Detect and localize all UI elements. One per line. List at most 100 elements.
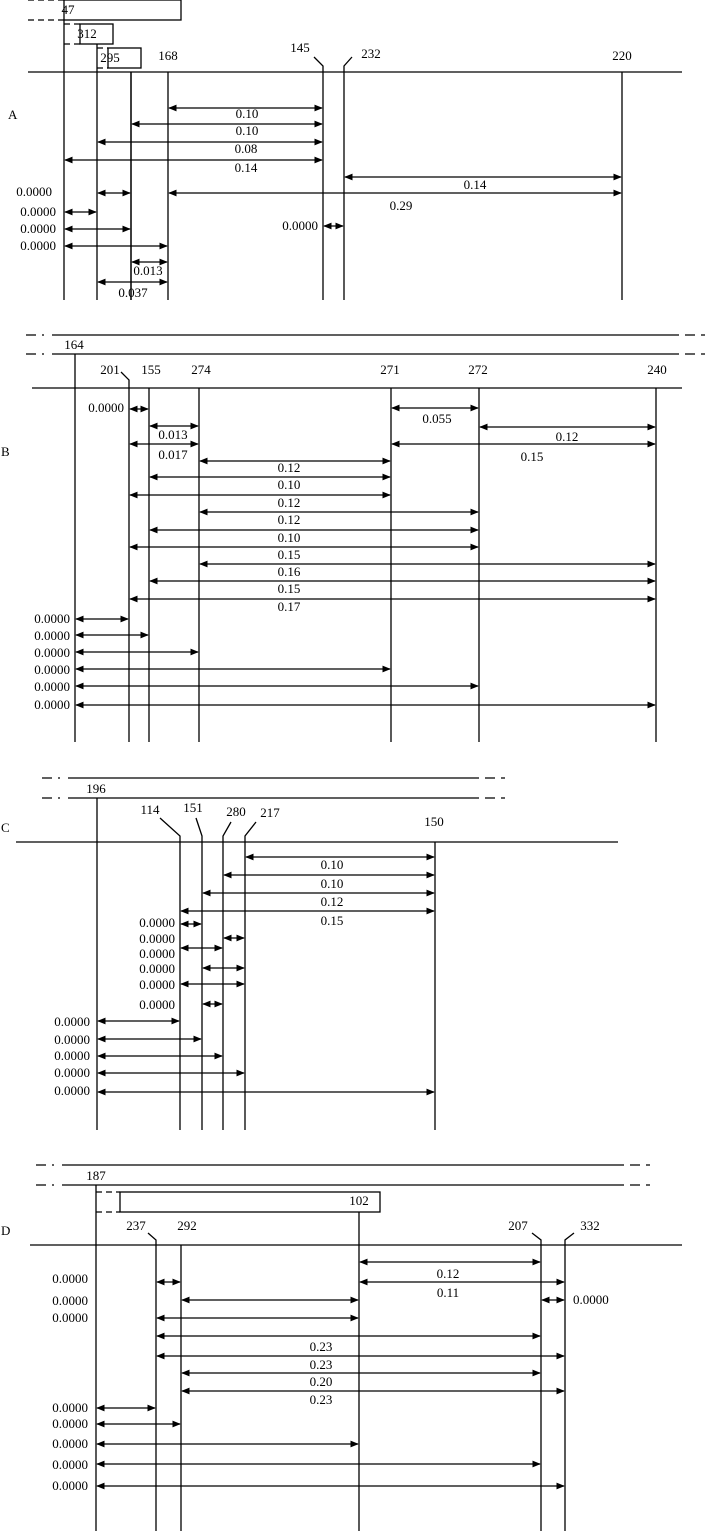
panel-D-taxon-102-label: 102 <box>349 1193 369 1208</box>
panel-C-distance-label-12: 0.0000 <box>54 1048 90 1063</box>
panel-A-distance-label-8: 0.0000 <box>20 221 56 236</box>
panel-A-distance-label-0: 0.10 <box>236 106 259 121</box>
panel-D-distance-label-11: 0.0000 <box>52 1416 88 1431</box>
panel-D-taxon-237-line <box>147 1232 157 1531</box>
panel-B-distance-label-14: 0.17 <box>278 599 301 614</box>
panel-A-taxon-168-label: 168 <box>158 48 178 63</box>
panel-A-distance-label-4: 0.14 <box>464 177 487 192</box>
panel-C-distance-label-7: 0.0000 <box>139 961 175 976</box>
panel-C-taxon-114-label: 114 <box>140 802 160 817</box>
panel-B-taxon-201-label: 201 <box>100 362 120 377</box>
panel-C-taxon-280-label: 280 <box>226 804 246 819</box>
panel-D-taxon-237-label: 237 <box>126 1218 146 1233</box>
panel-B-distance-label-5: 0.15 <box>521 449 544 464</box>
panel-B-distance-label-4: 0.12 <box>556 429 579 444</box>
panel-C-distance-label-9: 0.0000 <box>139 997 175 1012</box>
panel-D-taxon-332-label: 332 <box>580 1218 600 1233</box>
panel-C-distance-label-8: 0.0000 <box>139 977 175 992</box>
panel-D-taxon-292-label: 292 <box>177 1218 197 1233</box>
panel-B-distance-label-9: 0.12 <box>278 512 301 527</box>
panel-A-distance-label-1: 0.10 <box>236 123 259 138</box>
panel-C-taxon-217-line <box>244 821 257 1130</box>
panel-D-distance-label-10: 0.0000 <box>52 1400 88 1415</box>
panel-A-taxon-295-box <box>107 47 142 69</box>
panel-B-taxon-271-label: 271 <box>380 362 400 377</box>
panel-D-distance-label-0: 0.12 <box>437 1266 460 1281</box>
panel-C-distance-label-13: 0.0000 <box>54 1065 90 1080</box>
panel-D-distance-label-1: 0.11 <box>437 1285 459 1300</box>
panel-A-distance-label-6: 0.0000 <box>16 184 52 199</box>
panel-B-distance-label-13: 0.15 <box>278 581 301 596</box>
panel-B-distance-label-11: 0.15 <box>278 547 301 562</box>
panel-B-distance-label-18: 0.0000 <box>34 662 70 677</box>
panel-A-distance-label-2: 0.08 <box>235 141 258 156</box>
panel-D-distance-label-2: 0.0000 <box>52 1271 88 1286</box>
panel-C-taxon-280-line <box>222 821 232 1130</box>
panel-B-distance-label-0: 0.0000 <box>88 400 124 415</box>
panel-B-letter: B <box>1 444 10 459</box>
panel-A-taxon-47-label: 47 <box>62 2 76 17</box>
panel-D-taxon-207-label: 207 <box>508 1218 528 1233</box>
panel-A-taxon-312-label: 312 <box>77 26 97 41</box>
panel-B-distance-label-15: 0.0000 <box>34 611 70 626</box>
panel-D-distance-label-7: 0.23 <box>310 1357 333 1372</box>
panel-C-distance-label-0: 0.10 <box>321 857 344 872</box>
panel-A-distance-label-10: 0.0000 <box>282 218 318 233</box>
panel-C-distance-label-2: 0.12 <box>321 894 344 909</box>
panel-A-distance-label-11: 0.013 <box>133 263 162 278</box>
panel-B-distance-label-20: 0.0000 <box>34 697 70 712</box>
panel-A-taxon-145-line <box>313 56 324 300</box>
panel-B-taxon-201-line <box>120 371 130 742</box>
panel-B-distance-label-19: 0.0000 <box>34 679 70 694</box>
panel-D-distance-label-6: 0.23 <box>310 1339 333 1354</box>
panel-A-distance-label-5: 0.29 <box>390 198 413 213</box>
panel-B-distance-label-6: 0.12 <box>278 460 301 475</box>
panel-C-taxon-217-label: 217 <box>260 805 280 820</box>
panel-C-taxon-196-label: 196 <box>86 781 106 796</box>
panel-D-distance-label-9: 0.23 <box>310 1392 333 1407</box>
panel-C-taxon-151-label: 151 <box>183 800 203 815</box>
panel-D-taxon-187-label: 187 <box>86 1168 106 1183</box>
panel-B-distance-label-16: 0.0000 <box>34 628 70 643</box>
panel-D-distance-label-4: 0.0000 <box>52 1293 88 1308</box>
panel-B-distance-label-8: 0.12 <box>278 495 301 510</box>
panel-D-taxon-207-line <box>531 1232 542 1531</box>
panel-B-taxon-164-label: 164 <box>64 337 84 352</box>
panel-B-distance-label-17: 0.0000 <box>34 645 70 660</box>
panel-B-taxon-155-label: 155 <box>141 362 161 377</box>
panel-C-distance-label-10: 0.0000 <box>54 1014 90 1029</box>
panel-D-distance-label-5: 0.0000 <box>52 1310 88 1325</box>
panel-A-taxon-232-label: 232 <box>361 46 381 61</box>
panel-C-distance-label-14: 0.0000 <box>54 1083 90 1098</box>
panel-B-distance-label-2: 0.017 <box>158 447 188 462</box>
panel-B-taxon-272-label: 272 <box>468 362 488 377</box>
panel-A-letter: A <box>8 107 18 122</box>
panel-C-distance-label-4: 0.0000 <box>139 915 175 930</box>
panel-A-distance-label-7: 0.0000 <box>20 204 56 219</box>
panel-D-distance-label-12: 0.0000 <box>52 1436 88 1451</box>
panel-B-distance-label-1: 0.013 <box>158 427 187 442</box>
panel-C-distance-label-6: 0.0000 <box>139 946 175 961</box>
panel-C-letter: C <box>1 820 10 835</box>
panel-B-taxon-240-label: 240 <box>647 362 667 377</box>
panel-C-distance-label-11: 0.0000 <box>54 1032 90 1047</box>
panel-D-taxon-332-line <box>564 1232 575 1531</box>
panel-A-taxon-47-box <box>63 0 182 21</box>
panel-A-taxon-232-line <box>343 56 353 300</box>
panel-A-taxon-145-label: 145 <box>290 40 310 55</box>
panel-D-distance-label-13: 0.0000 <box>52 1457 88 1472</box>
panel-A-distance-label-12: 0.037 <box>118 285 148 300</box>
panel-D-taxon-102-box <box>119 1191 381 1213</box>
panel-B-distance-label-10: 0.10 <box>278 530 301 545</box>
panel-D-letter: D <box>1 1223 10 1238</box>
panel-D-distance-label-8: 0.20 <box>310 1374 333 1389</box>
panel-C-taxon-150-label: 150 <box>424 814 444 829</box>
panel-B-distance-label-12: 0.16 <box>278 564 301 579</box>
panel-C-taxon-114-line <box>159 817 181 1130</box>
panel-A-taxon-295-label: 295 <box>100 50 120 65</box>
panel-C-distance-label-3: 0.15 <box>321 913 344 928</box>
panel-A-distance-label-9: 0.0000 <box>20 238 56 253</box>
panel-C-taxon-151-line <box>195 817 203 1130</box>
panel-C-distance-label-5: 0.0000 <box>139 931 175 946</box>
